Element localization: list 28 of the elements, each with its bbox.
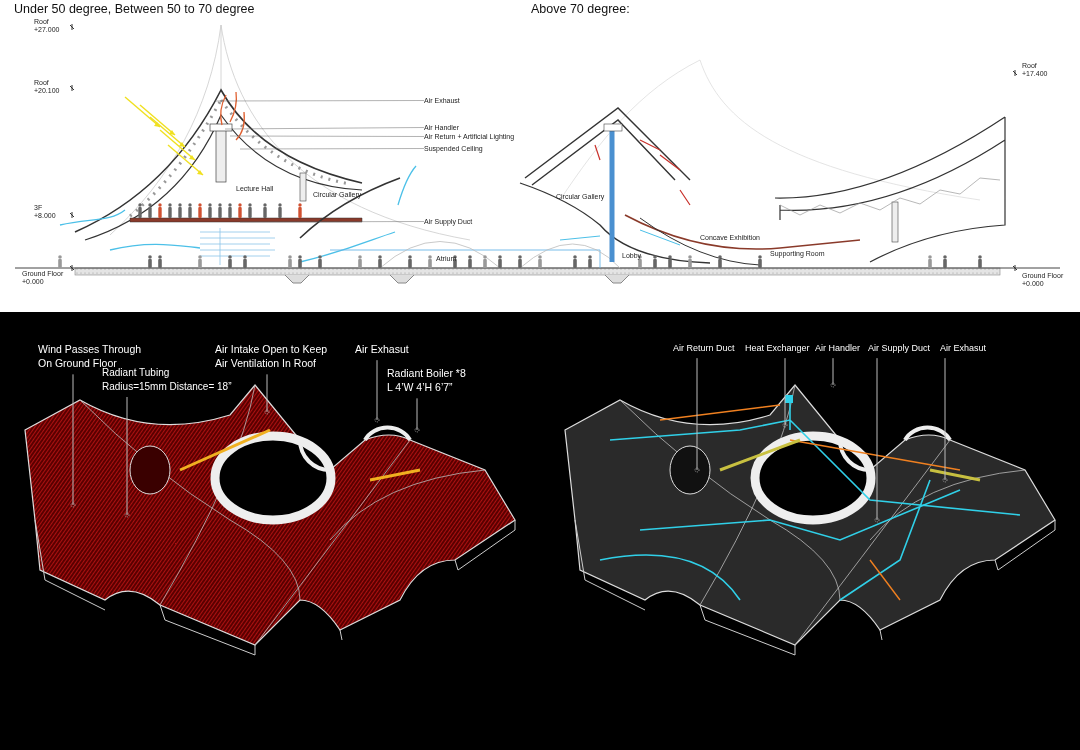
callout-label: Air Return Duct <box>673 342 735 355</box>
leader-line <box>414 397 420 433</box>
callout-label: Radius=15mm Distance= 18” <box>102 379 232 393</box>
callout-label: Air Intake Open to Keep Air Ventilation In Roof <box>215 342 329 371</box>
callout-label: Radiant Boiler *8 <box>387 366 466 381</box>
callout-label: Heat Exchanger <box>745 342 810 355</box>
callout-label: Air Exhasut <box>355 342 409 357</box>
callout-label: L 4’W 4’H 6’7” <box>387 380 454 395</box>
callout-label: Air Exhasut <box>940 342 987 355</box>
heading: Above 70 degree: <box>531 3 630 16</box>
callout-label: Radiant Tubing <box>102 367 171 380</box>
leader-line <box>229 135 425 137</box>
leader-line <box>70 373 76 508</box>
leader-line <box>694 357 700 473</box>
leader-line <box>942 357 948 483</box>
leader-line <box>124 396 130 518</box>
leader-line <box>874 357 880 523</box>
leader-line <box>830 357 836 388</box>
leader-line <box>214 100 425 102</box>
leader-line <box>224 127 425 130</box>
leader-line <box>264 373 270 415</box>
leader-line <box>782 357 788 428</box>
leader-line <box>239 148 425 150</box>
leader-line <box>239 221 425 223</box>
leader-line <box>374 359 380 423</box>
callout-label: Air Handler <box>815 342 861 355</box>
callout-label: Air Supply Duct <box>868 342 931 355</box>
heading: Under 50 degree, Between 50 to 70 degree <box>14 3 255 16</box>
